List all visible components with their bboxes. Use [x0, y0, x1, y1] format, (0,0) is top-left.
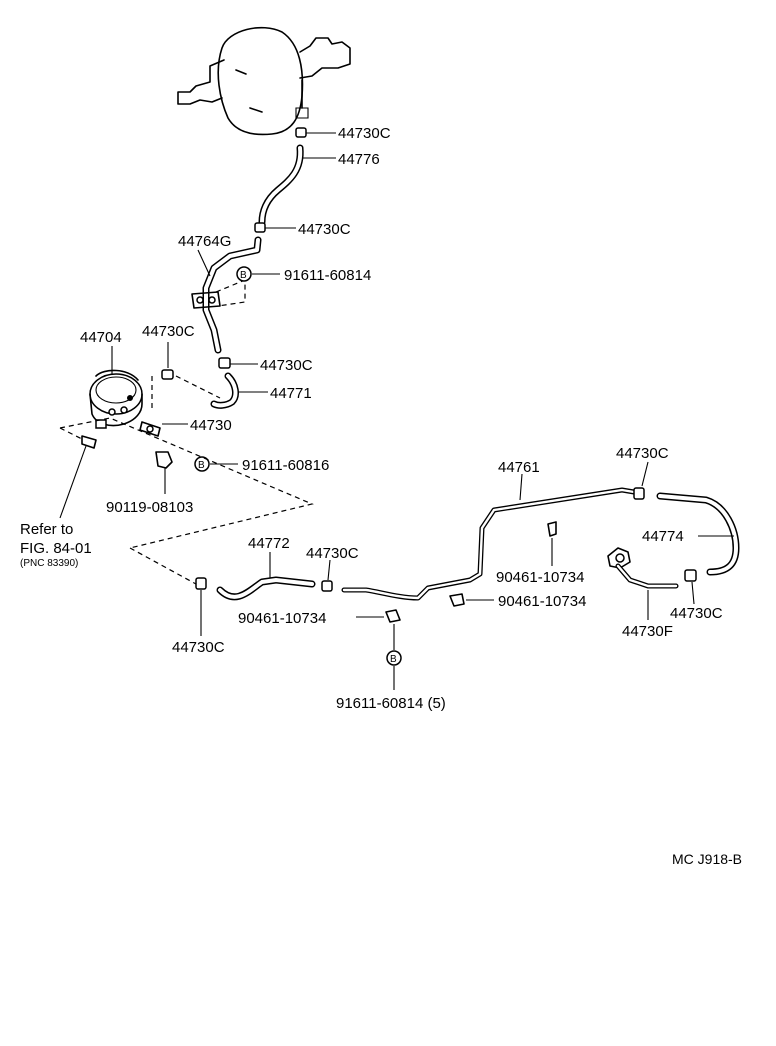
hose-clip-44730c-6: [321, 559, 333, 592]
bolt-91611-60814-marker: B: [236, 266, 280, 282]
label-44761: 44761: [498, 459, 540, 476]
label-fig-84-01: FIG. 84-01: [20, 540, 92, 557]
bolt-90119-08103: [155, 451, 173, 494]
label-44771: 44771: [270, 385, 312, 402]
bolt-91611-60814-5-marker: B: [386, 624, 402, 690]
vacuum-pipe-44761: [341, 473, 637, 601]
bolt-91611-60816-marker: B: [194, 456, 238, 472]
label-90461-10734-a: 90461-10734: [496, 569, 584, 586]
label-44730c-4: 44730C: [260, 357, 313, 374]
label-44730c-7: 44730C: [172, 639, 225, 656]
hose-clip-44730c-2: [254, 222, 296, 233]
label-90461-10734-c: 90461-10734: [238, 610, 326, 627]
mounting-area-outline: [59, 417, 314, 585]
vacuum-hose-44774: [656, 492, 740, 576]
part-labels: 44730C 44776 44730C 44764G 91611-60814 4…: [20, 125, 742, 867]
label-90461-10734-b: 90461-10734: [498, 593, 586, 610]
label-pnc-83390: (PNC 83390): [20, 558, 78, 569]
label-44730f: 44730F: [622, 623, 673, 640]
hose-clip-44730c-3: [151, 342, 221, 408]
vacuum-tank-44704: [89, 346, 143, 429]
brake-booster-assembly: [177, 26, 351, 136]
vacuum-hose-44771: [210, 372, 268, 409]
svg-text:B: B: [240, 270, 247, 281]
label-91611-60814: 91611-60814: [284, 267, 371, 284]
label-44730c-1: 44730C: [338, 125, 391, 142]
label-44730c-8: 44730C: [670, 605, 723, 622]
hose-clip-44730c-8: [684, 569, 697, 605]
label-refer-to: Refer to: [20, 521, 73, 538]
vacuum-pipe-44764g: [191, 236, 262, 354]
hose-clip-44730c-top: [295, 127, 336, 138]
clamp-90461-10734-middle: [449, 593, 494, 607]
label-44772: 44772: [248, 535, 290, 552]
label-44730c-3: 44730C: [142, 323, 195, 340]
label-91611-60816: 91611-60816: [242, 457, 329, 474]
label-44730c-5: 44730C: [616, 445, 669, 462]
hose-clip-44730c-5: [633, 461, 649, 500]
clamp-90461-10734-upper: [547, 521, 557, 566]
hose-clip-44730c-4: [218, 357, 258, 369]
hose-clip-44730c-7: [195, 577, 207, 636]
label-90119-08103: 90119-08103: [106, 499, 193, 516]
label-44730c-6: 44730C: [306, 545, 359, 562]
label-44730: 44730: [190, 417, 232, 434]
svg-text:B: B: [390, 654, 397, 665]
label-44774: 44774: [642, 528, 684, 545]
diagram-code: MC J918-B: [672, 851, 742, 867]
vacuum-hose-44776: [258, 144, 336, 226]
label-91611-60814-5: 91611-60814 (5): [336, 695, 446, 712]
vacuum-hose-44772: [216, 552, 316, 601]
clamp-90461-10734-lower: [356, 609, 401, 623]
check-valve-44730f: [607, 547, 679, 620]
label-44776: 44776: [338, 151, 380, 168]
label-44764g: 44764G: [178, 233, 231, 250]
label-44704: 44704: [80, 329, 122, 346]
svg-text:B: B: [198, 460, 205, 471]
check-valve-44730: [139, 421, 188, 437]
label-44730c-2: 44730C: [298, 221, 351, 238]
